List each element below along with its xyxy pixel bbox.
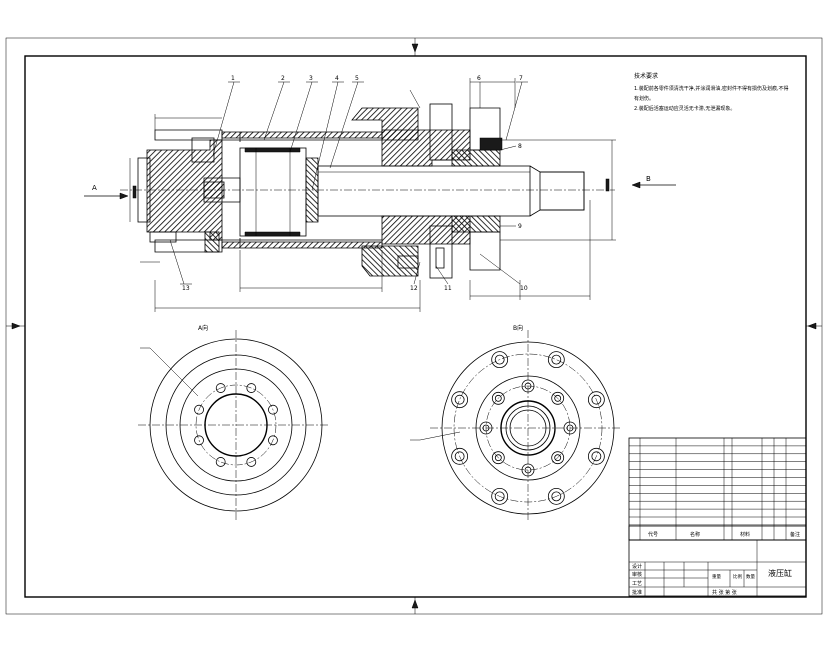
screw-head-outer <box>491 391 505 405</box>
left-section-label: A向 <box>198 324 208 332</box>
sign-review: 审核 <box>632 571 642 578</box>
bolt-head-outer <box>587 391 605 409</box>
balloon-7: 7 <box>519 75 523 82</box>
parts-list: 代号 名称 材料 备注 <box>628 437 807 541</box>
screw-head-inner <box>566 424 574 432</box>
bolt-head-inner <box>494 354 505 365</box>
bolt-head-outer <box>491 487 509 505</box>
technical-requirements: 技术要求 1.装配前各零件须清洗干净,并涂润滑油,密封件不得有损伤及划痕,不得 … <box>634 72 789 112</box>
sheet-info: 共 张 第 张 <box>712 589 737 596</box>
bolt-head-outer <box>587 447 605 465</box>
screw-head-outer <box>563 421 577 435</box>
bolt-hole <box>215 457 226 467</box>
tech-line-1: 1.装配前各零件须清洗干净,并涂润滑油,密封件不得有损伤及划痕,不得 <box>634 85 789 92</box>
bolt-hole <box>194 435 204 446</box>
balloon-11: 11 <box>444 285 452 292</box>
balloon-13: 13 <box>182 285 190 292</box>
bolt-hole <box>246 383 257 393</box>
label-qty: 数量 <box>746 573 755 580</box>
balloon-10: 10 <box>520 285 528 292</box>
section-arrows: A B <box>84 175 676 200</box>
right-section-label: B向 <box>513 324 523 332</box>
drawing-frame <box>5 37 823 615</box>
screw-head-inner <box>482 424 490 432</box>
bolt-head-inner <box>551 491 562 502</box>
right-end-view: B向 <box>410 324 622 522</box>
bolt-head-outer <box>451 391 469 409</box>
left-end-view: A向 <box>138 324 330 520</box>
tech-line-2: 有划伤。 <box>634 95 654 102</box>
bolt-head-outer <box>451 447 469 465</box>
screw-head-inner <box>554 454 562 462</box>
balloon-8: 8 <box>518 143 522 150</box>
bolt-head-inner <box>494 491 505 502</box>
bolt-head-outer <box>547 351 565 369</box>
screw-head-inner <box>494 394 502 402</box>
screw-head-inner <box>524 382 532 390</box>
bolt-hole <box>194 404 204 415</box>
balloon-6: 6 <box>477 75 481 82</box>
main-section-view <box>120 103 615 279</box>
bolt-heads-right <box>451 351 605 505</box>
screw-head-inner <box>494 454 502 462</box>
screw-head-outer <box>479 421 493 435</box>
label-ratio: 比例 <box>733 573 742 580</box>
screw-head-outer <box>551 391 565 405</box>
col-code: 代号 <box>648 531 658 538</box>
tech-heading: 技术要求 <box>634 72 658 80</box>
bolt-hole <box>246 457 257 467</box>
screw-head-outer <box>491 451 505 465</box>
tech-line-3: 2.装配后活塞运动应灵活无卡滞,无泄漏现象。 <box>634 105 735 112</box>
bolt-head-outer <box>547 487 565 505</box>
balloon-2: 2 <box>281 75 285 82</box>
bolt-head-inner <box>591 451 602 462</box>
bolt-hole <box>268 404 278 415</box>
drawing-title: 液压缸 <box>768 568 792 578</box>
part-balloons: 1 2 3 4 5 6 7 8 9 10 11 12 13 <box>169 75 528 292</box>
label-weight: 重量 <box>712 573 721 580</box>
col-material: 材料 <box>740 531 750 538</box>
bolt-hole <box>215 383 226 393</box>
bolt-holes-left <box>194 383 278 467</box>
balloon-5: 5 <box>355 75 359 82</box>
view-label-a: A <box>92 184 97 192</box>
sign-approve: 批准 <box>632 589 642 596</box>
view-label-b: B <box>646 175 651 183</box>
title-block: 设计 审核 工艺 批准 重量 比例 数量 共 张 第 张 液压缸 <box>628 539 807 597</box>
sign-process: 工艺 <box>632 581 642 587</box>
screw-head-inner <box>554 394 562 402</box>
screw-head-outer <box>521 463 535 477</box>
balloon-3: 3 <box>309 75 313 82</box>
balloon-4: 4 <box>335 75 339 82</box>
col-note: 备注 <box>790 531 800 538</box>
bolt-head-inner <box>551 354 562 365</box>
screw-head-outer <box>551 451 565 465</box>
balloon-1: 1 <box>231 75 235 82</box>
bolt-head-inner <box>591 394 602 405</box>
bolt-hole <box>268 435 278 446</box>
main-view-dimensions <box>129 78 616 312</box>
screw-head-inner <box>524 466 532 474</box>
col-name: 名称 <box>690 531 700 538</box>
bolt-head-outer <box>491 351 509 369</box>
bolt-head-inner <box>454 394 465 405</box>
bolt-head-inner <box>454 451 465 462</box>
balloon-12: 12 <box>410 285 418 292</box>
screw-head-outer <box>521 379 535 393</box>
sign-design: 设计 <box>632 563 642 570</box>
balloon-9: 9 <box>518 223 522 230</box>
